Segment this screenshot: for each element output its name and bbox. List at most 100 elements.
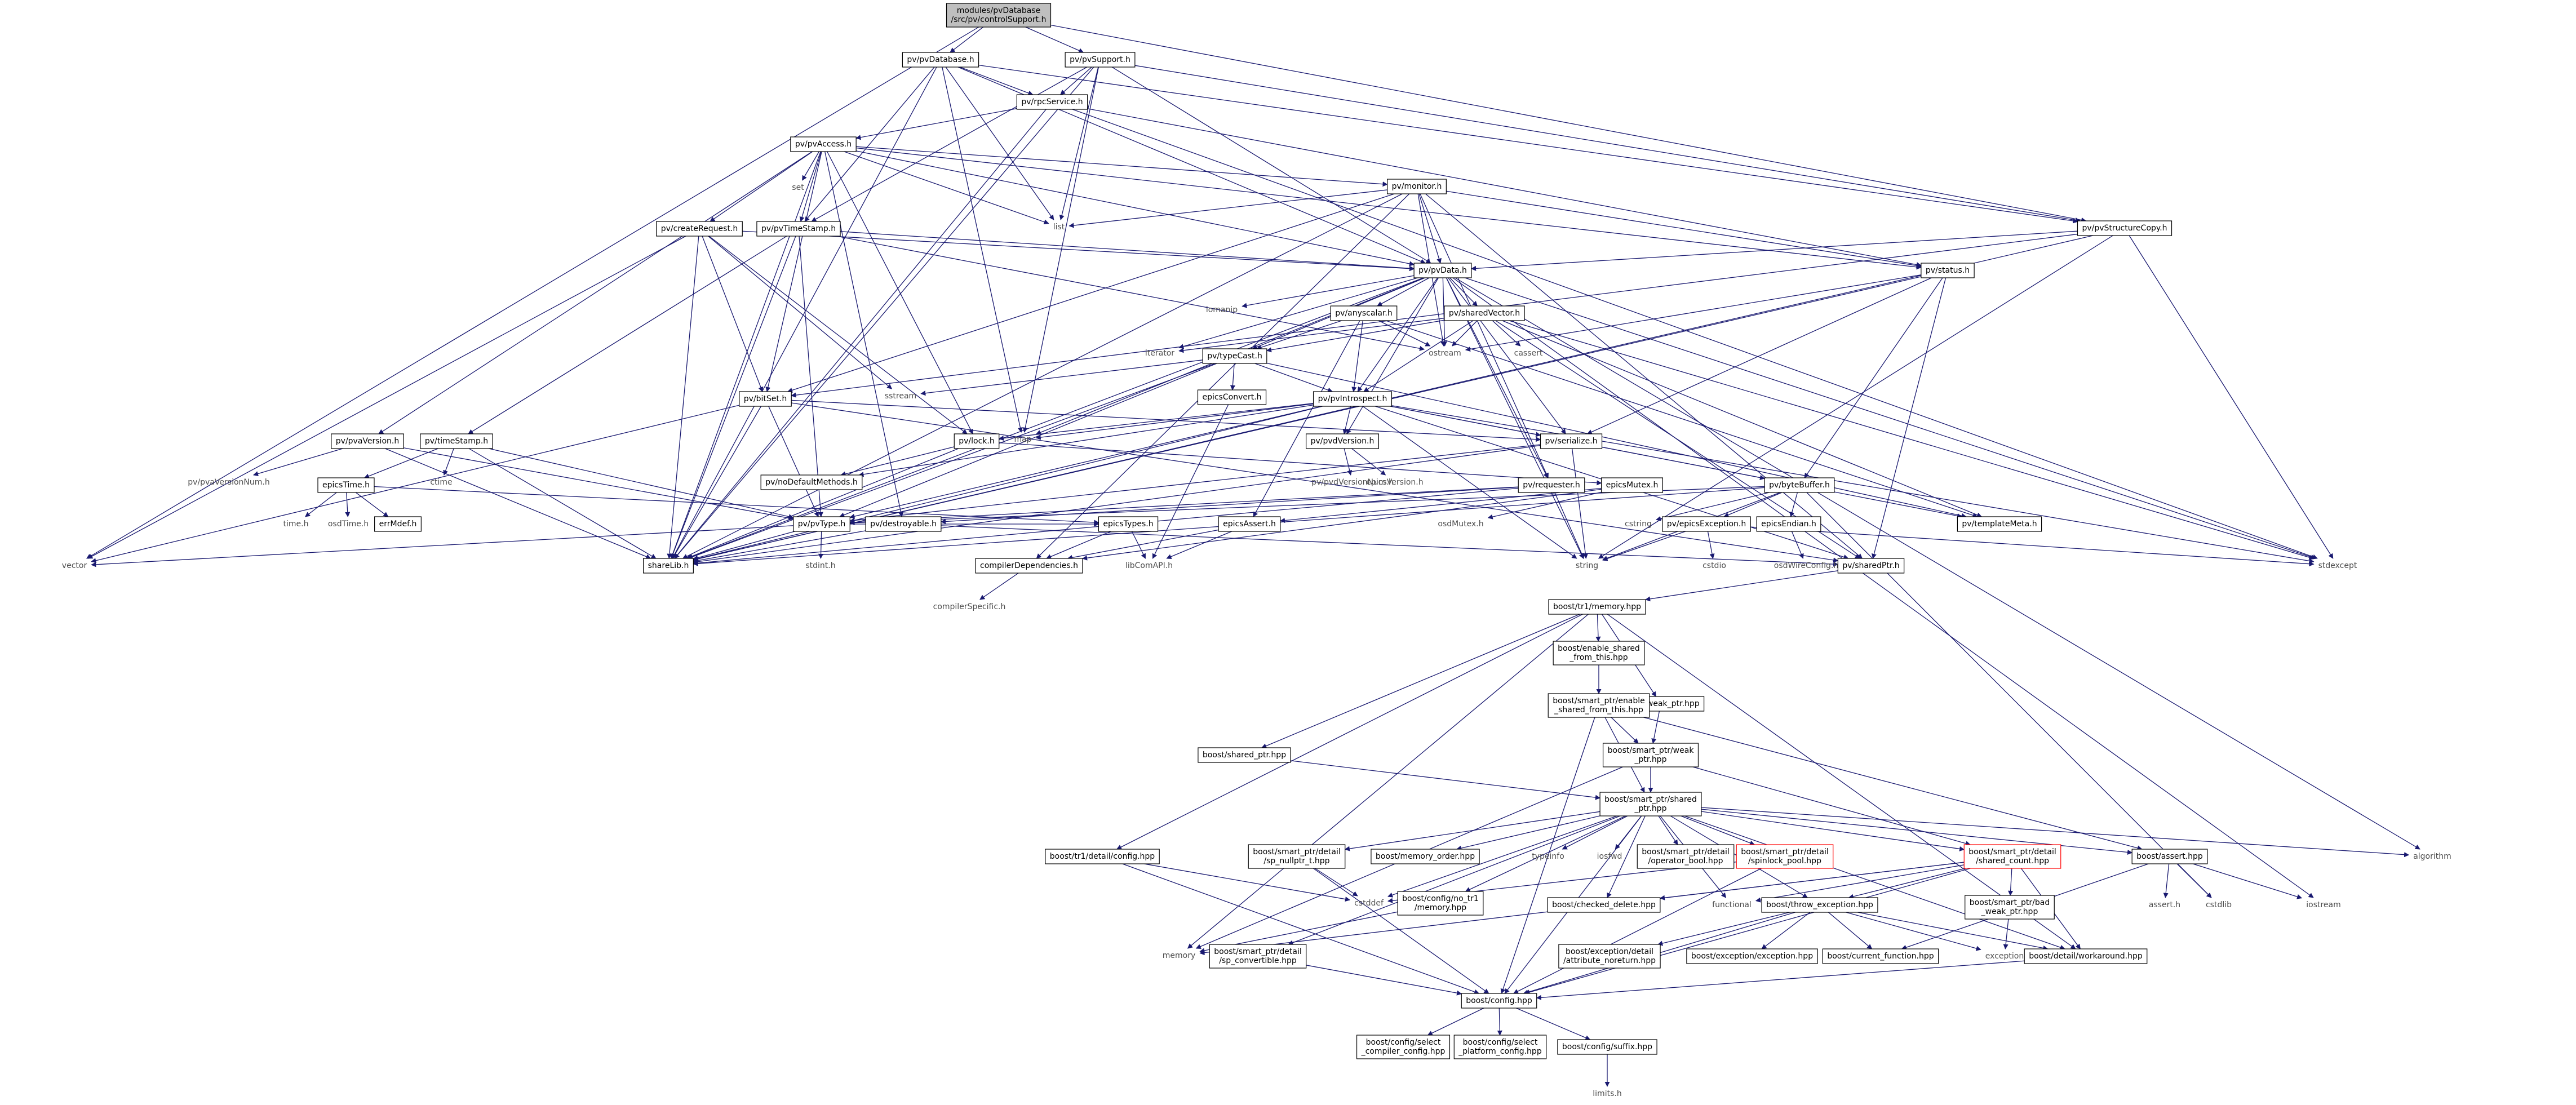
- node-tr1config[interactable]: boost/tr1/detail/config.hpp: [1045, 849, 1160, 864]
- node-memory-order[interactable]: boost/memory_order.hpp: [1371, 849, 1480, 864]
- edge-epicsEndian-to-osdWireConfig: [1791, 531, 1804, 559]
- node-sp-nullptr[interactable]: boost/smart_ptr/detail/sp_nullptr_t.hpp: [1248, 844, 1346, 869]
- node-err-mdef[interactable]: errMdef.h: [374, 516, 422, 532]
- node-pv-data[interactable]: pv/pvData.h: [1413, 263, 1472, 278]
- node-time-stamp[interactable]: pv/timeStamp.h: [420, 433, 493, 449]
- node-pv-access[interactable]: pv/pvAccess.h: [790, 136, 857, 152]
- node-epics-types[interactable]: epicsTypes.h: [1098, 516, 1159, 532]
- edge-spEnableShared-to-boostAssert: [1643, 717, 2143, 851]
- node-status[interactable]: pv/status.h: [1921, 263, 1975, 278]
- edge-pvData-to-anyscalar: [1377, 277, 1430, 307]
- node-suffix[interactable]: boost/config/suffix.hpp: [1557, 1039, 1657, 1055]
- node-checked-delete[interactable]: boost/checked_delete.hpp: [1547, 897, 1661, 913]
- node-label: list: [1053, 223, 1065, 232]
- edge-pvTimeStamp-to-pvData: [840, 231, 1415, 271]
- node-destroyable[interactable]: pv/destroyable.h: [865, 516, 942, 532]
- node-sp-enable-shared[interactable]: boost/smart_ptr/enable_shared_from_this.…: [1548, 693, 1650, 718]
- edge-bitSet-to-pvType: [768, 406, 819, 517]
- node-box: [739, 391, 792, 407]
- node-config-no-tr1[interactable]: boost/config/no_tr1/memory.hpp: [1397, 891, 1484, 916]
- edge-bitSet-to-sharedPtr: [791, 402, 1839, 563]
- node-epics-time[interactable]: epicsTime.h: [317, 477, 375, 493]
- node-bad-weak-ptr[interactable]: boost/smart_ptr/bad_weak_ptr.hpp: [1965, 895, 2055, 920]
- node-label: /operator_bool.hpp: [1648, 857, 1723, 866]
- edge-lock-to-sharedLib: [686, 448, 959, 560]
- node-epics-assert[interactable]: epicsAssert.h: [1218, 516, 1281, 532]
- node-tr1memory[interactable]: boost/tr1/memory.hpp: [1548, 599, 1646, 615]
- node-epics-exception[interactable]: pv/epicsException.h: [1662, 516, 1751, 532]
- node-monitor[interactable]: pv/monitor.h: [1387, 179, 1447, 194]
- node-label: _ptr.hpp: [1634, 755, 1667, 764]
- node-create-request[interactable]: pv/createRequest.h: [656, 221, 743, 237]
- node-box: [1837, 558, 1905, 574]
- edge-pvDatabase-to-list: [945, 66, 1054, 220]
- node-sp-convertible[interactable]: boost/smart_ptr/detail/sp_convertible.hp…: [1209, 944, 1307, 969]
- node-epics-mutex[interactable]: epicsMutex.h: [1600, 477, 1664, 493]
- node-pv-time-stamp[interactable]: pv/pvTimeStamp.h: [756, 221, 841, 237]
- node-pvd-version[interactable]: pv/pvdVersion.h: [1306, 433, 1379, 449]
- node-bit-set[interactable]: pv/bitSet.h: [739, 391, 792, 407]
- node-exception-hpp[interactable]: boost/exception/exception.hpp: [1686, 948, 1818, 964]
- node-box: [902, 52, 979, 68]
- edge-typeCast-to-epicsConvert: [1230, 363, 1235, 390]
- node-shared-ptr[interactable]: pv/sharedPtr.h: [1837, 558, 1905, 574]
- edge-throwException-to-workaround: [1857, 912, 2049, 951]
- node-shared-ptr-hpp[interactable]: boost/shared_ptr.hpp: [1198, 747, 1291, 763]
- edge-pvSupport-to-pvData: [1111, 66, 1431, 264]
- edge-pvaVersion-to-pvType: [404, 447, 794, 521]
- node-pv-type[interactable]: pv/pvType.h: [793, 516, 850, 532]
- node-enable-shared-from-this[interactable]: boost/enable_shared_from_this.hpp: [1553, 641, 1645, 665]
- edge-pvAccess-to-pvTimeStamp: [799, 151, 822, 222]
- node-label: _weak_ptr.hpp: [1981, 907, 2038, 916]
- node-sp-weak-ptr[interactable]: boost/smart_ptr/weak_ptr.hpp: [1602, 743, 1699, 767]
- node-label: boost/config/select: [1463, 1038, 1538, 1047]
- node-throw-exception[interactable]: boost/throw_exception.hpp: [1761, 897, 1878, 913]
- node-byte-buffer[interactable]: pv/byteBuffer.h: [1764, 477, 1835, 493]
- node-select-platform[interactable]: boost/config/select_platform_config.hpp: [1453, 1035, 1547, 1059]
- edge-pvData-to-iterator: [1178, 277, 1418, 349]
- edge-spEnableShared-to-spWeakPtr: [1611, 717, 1639, 744]
- node-boost-config[interactable]: boost/config.hpp: [1461, 993, 1537, 1009]
- node-lock[interactable]: pv/lock.h: [954, 433, 1000, 449]
- node-root[interactable]: modules/pvDatabase/src/pv/controlSupport…: [946, 3, 1052, 28]
- node-anyscalar[interactable]: pv/anyscalar.h: [1330, 305, 1398, 321]
- node-select-compiler[interactable]: boost/config/select_compiler_config.hpp: [1356, 1035, 1451, 1059]
- node-assert-h: assert.h: [2149, 900, 2180, 909]
- node-epics-endian[interactable]: epicsEndian.h: [1756, 516, 1821, 532]
- node-pv-introspect[interactable]: pv/pvIntrospect.h: [1313, 391, 1393, 407]
- node-serialize[interactable]: pv/serialize.h: [1540, 433, 1603, 449]
- node-label: modules/pvDatabase: [957, 6, 1040, 15]
- node-pvd-version-num: pv/pvdVersionNum.h: [1311, 478, 1394, 487]
- node-spinlock-pool[interactable]: boost/smart_ptr/detail/spinlock_pool.hpp: [1736, 844, 1834, 869]
- node-boost-assert[interactable]: boost/assert.hpp: [2131, 849, 2208, 864]
- node-pva-version[interactable]: pv/pvaVersion.h: [331, 433, 404, 449]
- node-pv-structure-copy[interactable]: pv/pvStructureCopy.h: [2077, 220, 2172, 236]
- node-attr-noreturn[interactable]: boost/exception/detail/attribute_noretur…: [1558, 944, 1661, 969]
- node-shared-count[interactable]: boost/smart_ptr/detail/shared_count.hpp: [1963, 844, 2061, 869]
- node-shared-vector[interactable]: pv/sharedVector.h: [1444, 305, 1525, 321]
- edge-epicsMutex-to-compilerDependencies: [1082, 489, 1602, 561]
- node-sp-shared-ptr[interactable]: boost/smart_ptr/shared_ptr.hpp: [1599, 792, 1702, 816]
- node-algorithm: algorithm: [2413, 852, 2451, 861]
- edge-pvIntrospect-to-pvdVersion: [1342, 406, 1351, 434]
- node-template-meta[interactable]: pv/templateMeta.h: [1957, 516, 2042, 532]
- node-requester[interactable]: pv/requester.h: [1518, 477, 1585, 493]
- node-compiler-dependencies[interactable]: compilerDependencies.h: [975, 558, 1083, 574]
- node-current-function[interactable]: boost/current_function.hpp: [1822, 948, 1939, 964]
- node-box: [1453, 1035, 1547, 1059]
- node-epics-convert[interactable]: epicsConvert.h: [1197, 389, 1267, 405]
- node-shared-lib[interactable]: shareLib.h: [643, 558, 694, 574]
- edge-pvData-to-algorithm: [1455, 277, 2420, 850]
- edge-createRequest-to-bitSet: [702, 236, 764, 392]
- node-pv-support[interactable]: pv/pvSupport.h: [1065, 52, 1136, 68]
- edge-createRequest-to-sharedLib: [667, 236, 699, 559]
- node-label: pv/templateMeta.h: [1962, 520, 2037, 529]
- node-label: errMdef.h: [379, 520, 417, 529]
- node-type-cast[interactable]: pv/typeCast.h: [1202, 348, 1267, 364]
- node-box: [954, 433, 1000, 449]
- node-rpc-service[interactable]: pv/rpcService.h: [1016, 94, 1088, 110]
- node-no-default-methods[interactable]: pv/noDefaultMethods.h: [760, 474, 863, 490]
- node-operator-bool[interactable]: boost/smart_ptr/detail/operator_bool.hpp: [1637, 844, 1735, 869]
- node-pv-database[interactable]: pv/pvDatabase.h: [902, 52, 979, 68]
- node-workaround[interactable]: boost/detail/workaround.hpp: [2024, 948, 2148, 964]
